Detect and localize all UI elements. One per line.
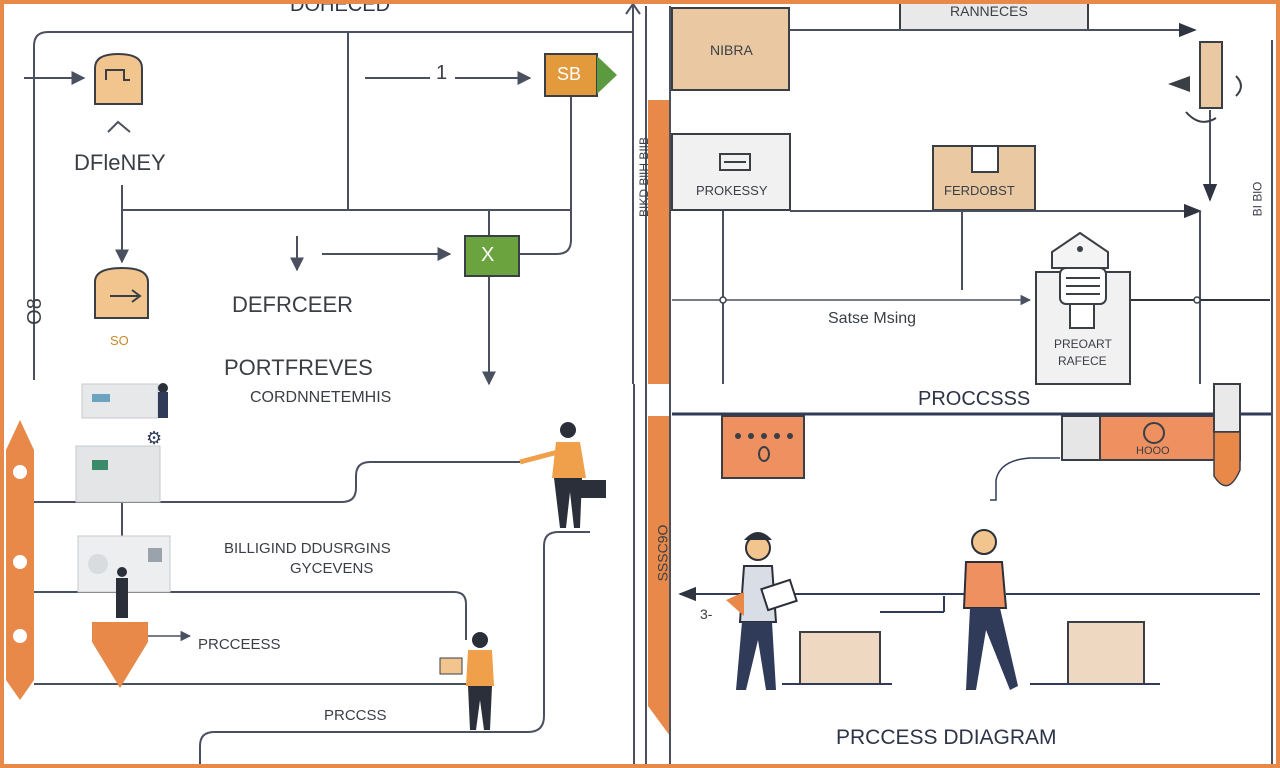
billigind-label-line1: BILLIGIND DDUSRGINS bbox=[224, 540, 391, 557]
process-funnel bbox=[92, 622, 148, 688]
rannecs-box-label: RANNECES bbox=[950, 3, 1028, 19]
q4-flowchart bbox=[645, 383, 1273, 768]
prokessy-box bbox=[671, 133, 791, 211]
nibra-box bbox=[671, 7, 790, 91]
q2-orange-rail bbox=[648, 100, 670, 384]
q3-flowchart: ⚙ bbox=[6, 383, 635, 768]
person-standing bbox=[962, 529, 1018, 690]
q4-side-text: SSSC9O bbox=[654, 524, 671, 582]
cordnnetemhis-label: CORDNNETEMHIS bbox=[250, 389, 392, 406]
defrceer-label: DEFRCEER bbox=[232, 292, 354, 317]
q2-side-text-left: BIKD BlIH BIIB bbox=[637, 136, 652, 218]
folder-icon bbox=[94, 266, 149, 319]
person-with-laptop bbox=[439, 632, 494, 730]
preoart-label-line2: RAFECE bbox=[1058, 354, 1107, 368]
prokessy-box-label: PROKESSY bbox=[696, 183, 768, 198]
crate-right bbox=[1067, 621, 1145, 685]
q4-orange-rail bbox=[648, 416, 670, 736]
crate-left bbox=[799, 631, 881, 685]
sb-box bbox=[544, 53, 617, 97]
q1-title: DOHECED bbox=[290, 0, 391, 16]
hooo-label: HOOO bbox=[1136, 445, 1170, 457]
person-with-briefcase bbox=[519, 422, 606, 528]
prccss-label: PRCCSS bbox=[324, 707, 387, 724]
ferdobst-box-label: FERDOBST bbox=[944, 183, 1015, 198]
nibra-box-label: NIBRA bbox=[710, 42, 753, 58]
q1-side-mark: O8 bbox=[23, 298, 46, 325]
person-small bbox=[116, 383, 168, 618]
server-illustration: ⚙ bbox=[75, 383, 171, 593]
hand-truck-icon bbox=[1168, 41, 1242, 123]
sb-box-label: SB bbox=[557, 64, 582, 84]
q4-process-title: PROCCSSS bbox=[918, 388, 1031, 410]
q1-loop-connector bbox=[33, 31, 633, 380]
preoart-label-line1: PREOART bbox=[1054, 337, 1112, 351]
q1-caret-icon bbox=[107, 120, 131, 133]
person-presenter bbox=[726, 532, 798, 690]
q4-arrow-label: 3- bbox=[700, 606, 713, 622]
q1-right-connector bbox=[520, 70, 572, 255]
prcceess-label: PRCCEESS bbox=[198, 636, 281, 653]
difeney-label: DFleNEY bbox=[74, 150, 166, 175]
process-diagram-footer-title: PRCCESS DDIAGRAM bbox=[836, 726, 1057, 749]
portfreves-label: PORTFREVES bbox=[224, 355, 373, 380]
svg-text:⚙: ⚙ bbox=[146, 428, 162, 449]
document-icon bbox=[94, 52, 143, 105]
satse-msing-label: Satse Msing bbox=[828, 310, 917, 327]
x-box-label: X bbox=[481, 244, 495, 266]
preoart-machine bbox=[1035, 231, 1131, 385]
q1-step-number: 1 bbox=[436, 62, 448, 84]
q2-side-text-right: BI BlO bbox=[1250, 181, 1265, 217]
x-box bbox=[464, 235, 520, 277]
q1-small-number: SO bbox=[110, 333, 129, 348]
q2-flowchart bbox=[645, 0, 1273, 385]
billigind-label-line2: GYCEVENS bbox=[290, 560, 374, 577]
